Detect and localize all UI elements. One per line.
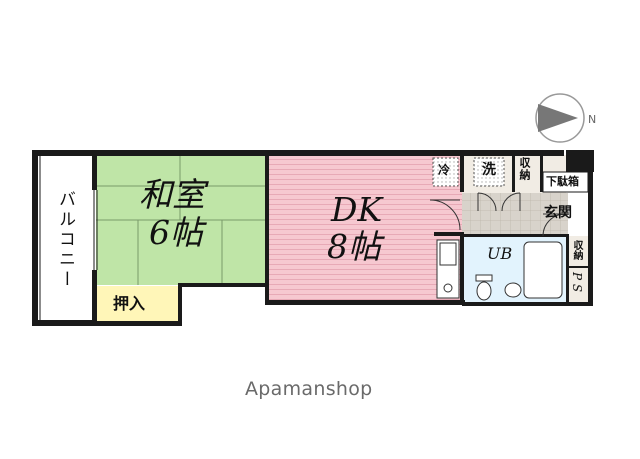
washer-label: 洗: [482, 162, 496, 178]
side-storage: [566, 236, 590, 304]
fridge-box: [432, 157, 459, 187]
oshiire-floor: [96, 286, 180, 322]
fridge-label: 冷: [438, 163, 451, 177]
dk-floor: [268, 155, 462, 300]
balcony-area: [36, 160, 94, 324]
shoe-box: [542, 171, 589, 193]
kitchen-sink: [439, 242, 457, 266]
storage-right-label: 収納: [571, 240, 582, 260]
dk-name: DK: [331, 190, 383, 229]
toilet-bowl: [476, 281, 492, 301]
door-swings: [429, 192, 566, 237]
shoe-box-label: 下駄箱: [546, 175, 579, 188]
washitsu-name: 和室: [139, 175, 205, 214]
balcony-label: バルコニー: [55, 190, 75, 290]
brand-logo-text: Apamanshop: [245, 378, 373, 400]
bathtub: [523, 241, 563, 299]
genkan-label: 玄関: [544, 205, 572, 221]
dk-size: 8帖: [327, 227, 381, 266]
washer-box: [473, 157, 505, 187]
walls: [32, 150, 594, 326]
windows: [39, 156, 98, 320]
unit-bath-label: UB: [487, 244, 513, 263]
washitsu-size: 6帖: [149, 213, 203, 252]
pipe-space-label: P S: [570, 272, 584, 293]
storage-top-label: 収納: [518, 157, 531, 181]
compass-north-label: N: [588, 113, 597, 126]
oshiire-label: 押入: [113, 294, 146, 313]
tatami-lines: [96, 155, 266, 285]
toilet-tank: [475, 274, 493, 282]
compass-icon: [535, 93, 585, 143]
wash-basin: [504, 282, 522, 298]
stove-burner: [443, 283, 453, 293]
